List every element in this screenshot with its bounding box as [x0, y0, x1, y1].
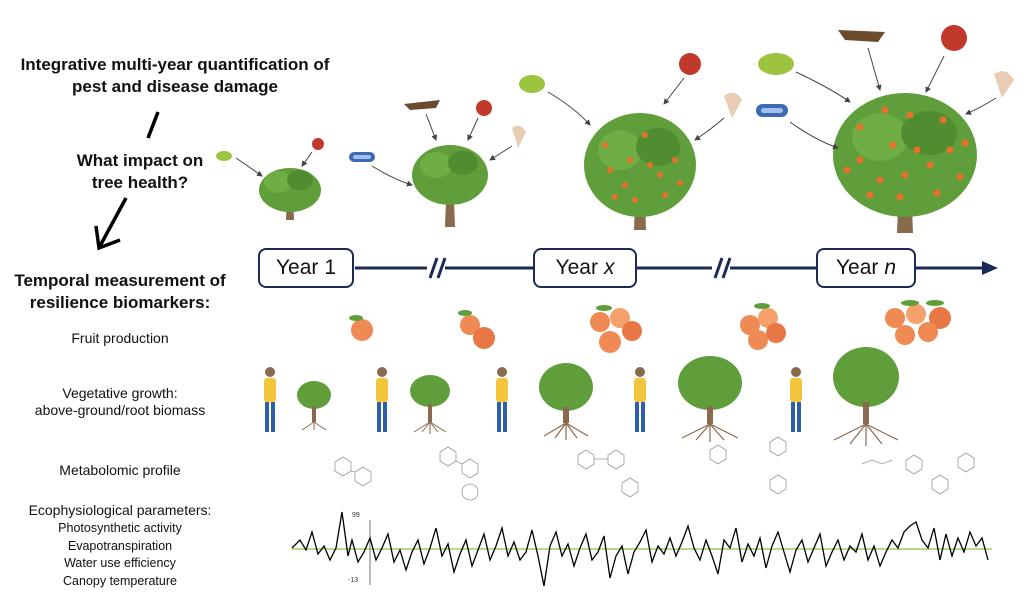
eco-item-water-use: Water use efficiency	[64, 556, 176, 570]
fungus-icon	[512, 125, 526, 148]
eco-items: Photosynthetic activity Evapotranspirati…	[20, 520, 220, 590]
year-box-1-suffix: 1	[324, 256, 337, 279]
signal-trace	[291, 511, 989, 587]
leafhopper-icon	[838, 30, 885, 42]
bacterium-icon	[349, 152, 375, 162]
eco-label: Ecophysiological parameters:	[28, 502, 212, 518]
tree-year1	[259, 168, 321, 220]
tree-with-roots-2	[410, 375, 450, 434]
researcher-icon	[376, 367, 388, 432]
tree-year1b	[412, 145, 488, 227]
timeline-break-2	[712, 257, 732, 279]
virus-icon	[312, 138, 324, 150]
fungus-icon	[994, 71, 1014, 98]
eco-item-canopy-temp: Canopy temperature	[63, 573, 177, 588]
bacterium-icon	[756, 104, 788, 117]
virus-icon	[941, 25, 967, 51]
virus-icon	[679, 53, 701, 75]
divider-slash	[146, 111, 160, 139]
tree-with-roots-1	[297, 381, 331, 431]
peach-cluster-2	[458, 310, 495, 349]
tree-yearx	[584, 113, 696, 230]
main-title-line2: pest and disease damage	[72, 77, 278, 96]
year-box-n-suffix: n	[884, 256, 897, 279]
timeline-arrow-icon	[982, 261, 998, 275]
researcher-icon	[264, 367, 276, 432]
measure-line2: resilience biomarkers:	[29, 293, 211, 312]
question-line2: tree health?	[91, 173, 189, 192]
main-title-line1: Integrative multi-year quantification of	[20, 55, 330, 74]
signal-chart: 99 -13	[291, 511, 992, 587]
year-box-x-label: Year	[555, 256, 598, 279]
peach-cluster-year1	[349, 315, 373, 341]
measure-line1: Temporal measurement of	[14, 271, 226, 290]
question-text: What impact on tree health?	[40, 150, 240, 194]
aphid-icon	[758, 53, 794, 75]
researcher-icon	[790, 367, 802, 432]
fruit-production-label: Fruit production	[71, 330, 169, 346]
question-line1: What impact on	[76, 151, 204, 170]
tree-yearn	[833, 93, 977, 233]
tree-with-roots-3	[539, 363, 593, 440]
peach-cluster-yearn	[885, 300, 951, 345]
measure-title: Temporal measurement of resilience bioma…	[0, 270, 240, 314]
year-box-n-label: Year	[835, 256, 879, 279]
down-arrow-icon	[94, 197, 128, 251]
veg-line1: Vegetative growth:	[62, 385, 178, 401]
metabolomic-label: Metabolomic profile	[59, 462, 181, 478]
tree-with-roots-5	[833, 347, 899, 446]
peach-cluster-4	[740, 303, 786, 350]
leafhopper-icon	[404, 100, 440, 110]
virus-icon	[476, 100, 492, 116]
signal-ymax-label: 99	[352, 512, 360, 519]
peach-cluster-yearx	[590, 305, 642, 353]
main-title: Integrative multi-year quantification of…	[10, 54, 340, 98]
aphid-icon	[216, 151, 232, 161]
researcher-icon	[634, 367, 646, 432]
vegetative-growth-label: Vegetative growth: above-ground/root bio…	[0, 385, 240, 419]
eco-item-evapotranspiration: Evapotranspiration	[67, 538, 173, 553]
veg-line2: above-ground/root biomass	[34, 402, 206, 418]
year-box-1-label: Year	[275, 256, 319, 279]
timeline-break-1	[427, 257, 447, 279]
eco-item-photosynthetic: Photosynthetic activity	[58, 521, 182, 535]
year-box-x-suffix: x	[603, 256, 615, 279]
fungus-icon	[724, 92, 742, 118]
researcher-icon	[496, 367, 508, 432]
aphid-icon	[519, 75, 545, 93]
tree-with-roots-4	[678, 356, 742, 442]
signal-ymin-label: -13	[348, 577, 358, 584]
chemical-structures	[334, 436, 975, 501]
